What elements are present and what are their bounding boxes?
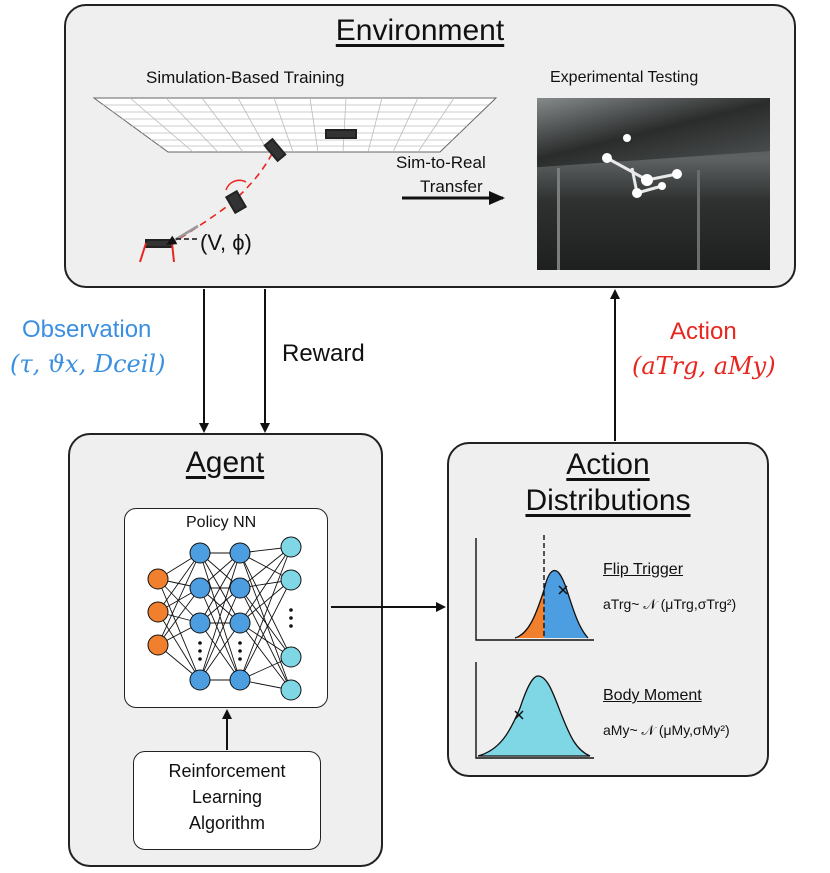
flip-right-fill: [544, 570, 588, 638]
transfer-label-2: Transfer: [420, 177, 483, 196]
velocity-arrow: [166, 224, 199, 246]
distributions-title-line2: Distributions: [525, 484, 691, 517]
rail: [697, 170, 700, 270]
rl-label-line1: Reinforcement: [168, 761, 286, 781]
rl-label-line3: Algorithm: [188, 813, 266, 833]
nn-output-nodes: [280, 536, 302, 701]
flip-curve: [514, 569, 589, 639]
nn-input-nodes: [147, 568, 169, 656]
rotation-arc-icon: [225, 179, 247, 191]
nn-connections: [157, 546, 292, 691]
sim-training-label: Simulation-Based Training: [146, 68, 345, 87]
distributions-title-line1: Action: [566, 448, 650, 481]
action-formula: (aTrg, aMy): [632, 352, 776, 380]
exp-testing-label: Experimental Testing: [550, 69, 699, 86]
state-label: (V, ϕ): [200, 230, 252, 255]
flip-trigger-plot: [475, 535, 594, 641]
drone-photo-icon: [602, 134, 682, 198]
sim-ceiling-grid: [92, 97, 498, 153]
distributions-panel: [447, 442, 769, 777]
agent-title: Agent: [185, 446, 265, 479]
moment-sample-marker: [514, 710, 524, 720]
action-label: Action: [670, 318, 737, 345]
reward-label: Reward: [282, 340, 365, 367]
flip-axes: [475, 538, 594, 641]
policy-label: Policy NN: [186, 514, 257, 531]
flip-left-fill: [515, 590, 544, 638]
experimental-photo: [537, 98, 770, 270]
moment-axes: [475, 662, 594, 759]
transfer-label-1: Sim-to-Real: [396, 153, 486, 172]
environment-title: Environment: [335, 14, 505, 47]
body-moment-formula: aMy~ 𝒩 (μMy,σMy²): [603, 722, 730, 738]
nn-hidden-nodes: [189, 542, 251, 691]
nn-ellipsis-dots: [198, 608, 293, 661]
flip-sample-marker: [558, 585, 568, 595]
body-moment-label: Body Moment: [603, 687, 702, 704]
rl-box: [133, 751, 321, 850]
sim-drone-icon: [139, 129, 357, 263]
rail: [557, 168, 560, 270]
moment-fill: [477, 675, 591, 757]
flip-trigger-formula: aTrg~ 𝒩 (μTrg,σTrg²): [603, 596, 737, 612]
body-moment-plot: [475, 662, 594, 759]
rl-label-line2: Learning: [191, 787, 263, 807]
trajectory-line: [169, 147, 276, 246]
flip-trigger-label: Flip Trigger: [603, 561, 684, 578]
observation-label: Observation: [22, 316, 152, 343]
observation-formula: (τ, ϑx, Dceil): [10, 350, 166, 378]
